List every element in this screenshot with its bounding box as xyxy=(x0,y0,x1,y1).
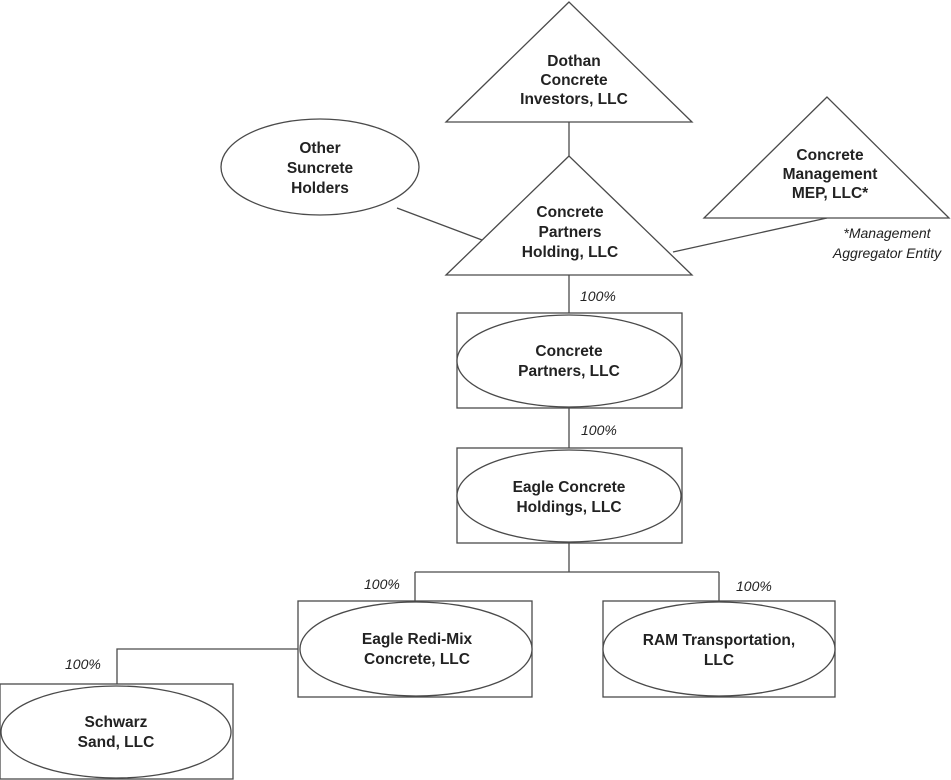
entity-label-line: Partners, LLC xyxy=(518,363,620,380)
entity-concrete-partners: Concrete Partners, LLC xyxy=(456,312,683,409)
triangle-shape xyxy=(702,96,951,219)
ownership-labels: 100% 100% 100% 100% 100% xyxy=(65,288,772,672)
entity-label-line: Suncrete xyxy=(287,160,354,177)
footnote-line: *Management xyxy=(843,225,931,241)
footnote: *Management Aggregator Entity xyxy=(832,225,942,261)
ellipse-shape xyxy=(0,685,232,779)
entity-label-line: Dothan xyxy=(547,53,600,70)
entity-eagle-concrete-holdings: Eagle Concrete Holdings, LLC xyxy=(456,447,683,544)
ellipse-shape xyxy=(602,601,836,697)
ellipse-shape xyxy=(299,601,533,697)
entity-label-line: Partners xyxy=(539,224,602,241)
footnote-line: Aggregator Entity xyxy=(832,245,942,261)
entity-label-line: Concrete xyxy=(535,343,603,360)
ellipse-shape xyxy=(456,314,682,408)
entity-concrete-partners-holding: Concrete Partners Holding, LLC xyxy=(444,155,694,276)
entity-label-line: Sand, LLC xyxy=(78,734,155,751)
entity-label-line: Other xyxy=(299,140,340,157)
entity-label-line: MEP, LLC* xyxy=(792,185,869,202)
connectors xyxy=(116,122,828,684)
entity-label-line: Eagle Concrete xyxy=(513,479,626,496)
entity-label-line: Investors, LLC xyxy=(520,91,628,108)
entity-label-line: Holding, LLC xyxy=(522,244,618,261)
ownership-percent: 100% xyxy=(736,578,772,594)
ownership-percent: 100% xyxy=(580,288,616,304)
entity-concrete-management-mep: Concrete Management MEP, LLC* xyxy=(702,96,951,219)
ellipse-shape xyxy=(220,118,420,216)
entity-label-line: Eagle Redi-Mix xyxy=(362,631,473,648)
entity-label-line: Management xyxy=(783,166,878,183)
ownership-percent: 100% xyxy=(65,656,101,672)
entity-label-line: Concrete xyxy=(796,147,864,164)
connector-holdings-subsidiaries xyxy=(414,543,720,601)
entity-label-line: Holders xyxy=(291,180,349,197)
entity-label-line: Concrete, LLC xyxy=(364,651,470,668)
ownership-percent: 100% xyxy=(581,422,617,438)
entity-label-line: Concrete xyxy=(536,204,604,221)
entity-ram-transportation: RAM Transportation, LLC xyxy=(602,600,836,698)
triangle-shape xyxy=(444,155,694,276)
ellipse-shape xyxy=(456,449,682,543)
entity-eagle-redi-mix-concrete: Eagle Redi-Mix Concrete, LLC xyxy=(297,600,533,698)
entity-label-line: LLC xyxy=(704,652,734,669)
ownership-percent: 100% xyxy=(364,576,400,592)
connector-other-holders-holding xyxy=(396,207,483,241)
entity-other-suncrete-holders: Other Suncrete Holders xyxy=(220,118,420,216)
connector-mep-holding xyxy=(672,217,828,253)
entity-label-line: Schwarz xyxy=(85,714,148,731)
entity-schwarz-sand: Schwarz Sand, LLC xyxy=(0,683,234,780)
entity-label-line: Holdings, LLC xyxy=(516,499,621,516)
triangle-shape xyxy=(444,1,694,123)
connector-redimix-schwarz xyxy=(116,648,301,684)
entity-label-line: RAM Transportation, xyxy=(643,632,795,649)
entity-label-line: Concrete xyxy=(540,72,608,89)
entity-dothan-concrete-investors: Dothan Concrete Investors, LLC xyxy=(444,1,694,123)
